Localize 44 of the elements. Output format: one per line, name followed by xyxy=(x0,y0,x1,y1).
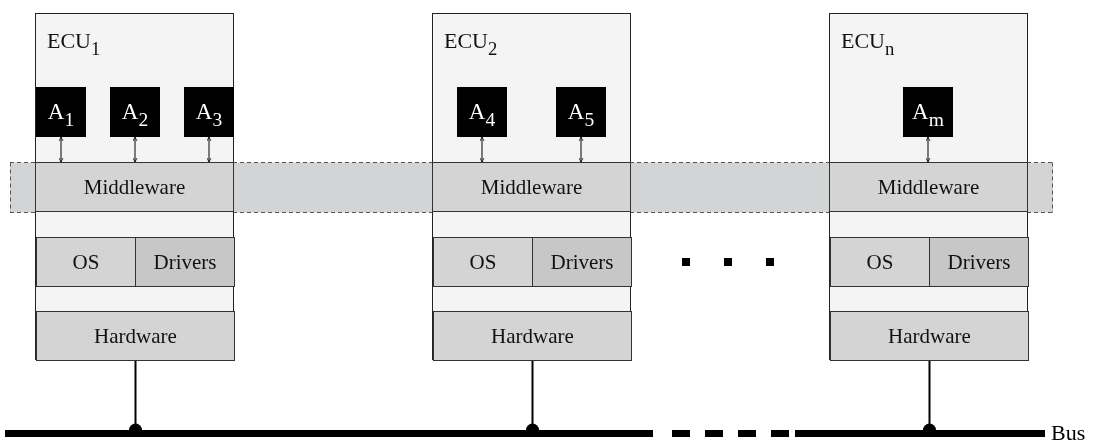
arrow xyxy=(58,136,64,163)
application-label: A$_{5}$ xyxy=(567,99,595,125)
arrow xyxy=(206,136,212,163)
layer-label: Middleware xyxy=(480,174,583,200)
layer-label: Hardware xyxy=(94,323,177,349)
arrow xyxy=(578,136,584,163)
application-label: A$_{2}$ xyxy=(121,99,149,125)
arrow xyxy=(479,136,485,163)
application-label: A$_{1}$ xyxy=(47,99,75,125)
application-box xyxy=(556,87,606,137)
application-box xyxy=(36,87,86,137)
layer-box xyxy=(830,311,1029,361)
application-box xyxy=(110,87,160,137)
application-label: A$_{m}$ xyxy=(912,99,944,125)
arrow xyxy=(132,136,138,163)
layer-label: Drivers xyxy=(153,249,217,275)
layer-box xyxy=(433,237,533,287)
bus-line xyxy=(5,430,1045,437)
layer-label: Drivers xyxy=(947,249,1011,275)
layer-label: Drivers xyxy=(550,249,614,275)
application-box xyxy=(457,87,507,137)
layer-box xyxy=(929,237,1029,287)
layer-label: Hardware xyxy=(491,323,574,349)
application-label: A$_{3}$ xyxy=(195,99,223,125)
layer-box xyxy=(433,311,632,361)
layer-box xyxy=(830,237,930,287)
layer-label: OS xyxy=(469,249,497,275)
layer-box xyxy=(36,311,235,361)
layer-box xyxy=(532,237,632,287)
layer-box xyxy=(36,237,136,287)
bus-label: Bus xyxy=(1051,419,1086,444)
ecu-label: ECU$_{n}$ xyxy=(841,28,895,54)
layer-label: Middleware xyxy=(877,174,980,200)
application-box xyxy=(184,87,234,137)
ecu-label: ECU$_{1}$ xyxy=(47,28,101,54)
layer-label: Hardware xyxy=(888,323,971,349)
arrow xyxy=(925,136,931,163)
layer-box xyxy=(135,237,235,287)
layer-label: OS xyxy=(72,249,100,275)
application-label: A$_{4}$ xyxy=(468,99,496,125)
layer-label: Middleware xyxy=(83,174,186,200)
ecu-label: ECU$_{2}$ xyxy=(444,28,498,54)
application-box xyxy=(903,87,953,137)
layer-label: OS xyxy=(866,249,894,275)
